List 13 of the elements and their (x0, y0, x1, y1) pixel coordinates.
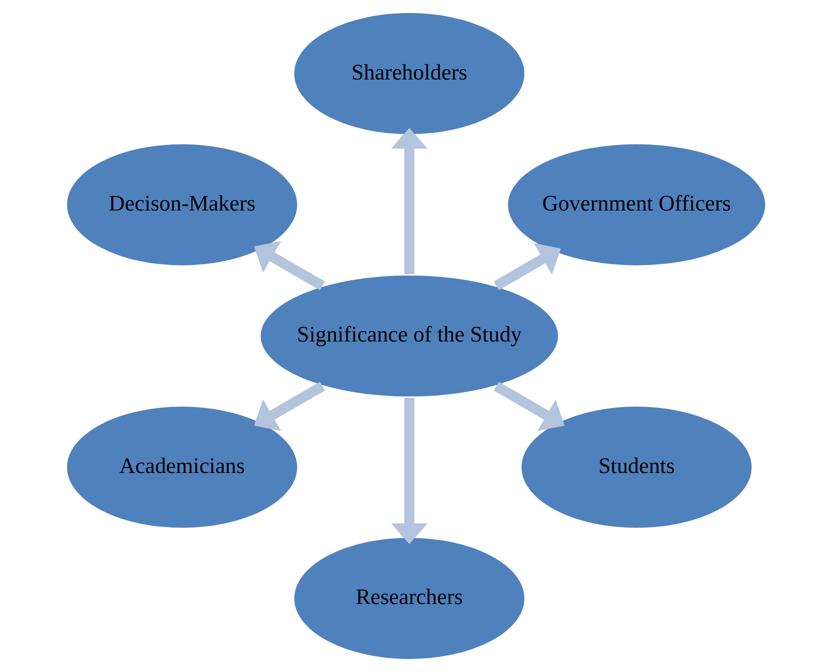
node-ellipse: Students (520, 404, 754, 530)
node-ellipse: Academicians (65, 404, 300, 530)
arrow (391, 128, 428, 274)
node-ellipse: Shareholders (292, 11, 526, 136)
arrow (254, 241, 325, 290)
arrow (494, 382, 565, 431)
node-ellipse: Researchers (292, 536, 526, 661)
arrow (391, 398, 428, 544)
node-ellipse: Decison-Makers (65, 142, 300, 268)
node-ellipse: Government Officers (506, 142, 768, 268)
node-ellipse: Significance of the Study (258, 273, 560, 399)
arrow (254, 382, 325, 431)
arrow (494, 243, 561, 290)
